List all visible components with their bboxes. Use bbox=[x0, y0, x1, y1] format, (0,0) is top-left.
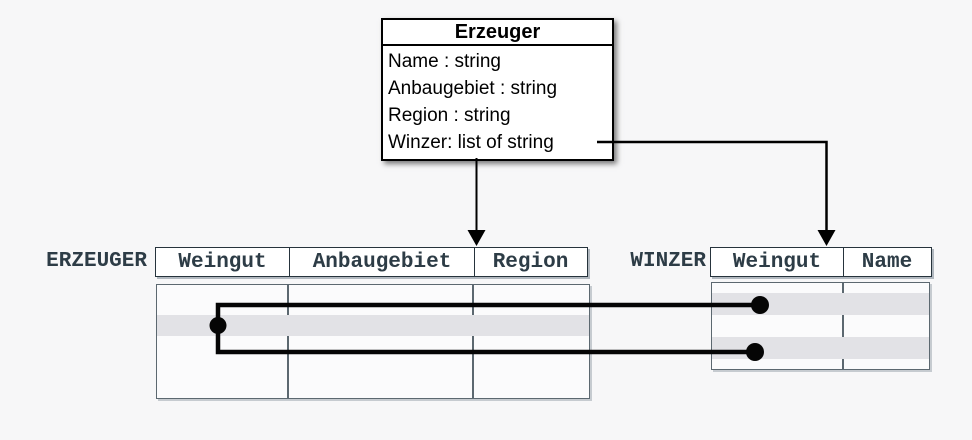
winzer-header-row: Weingut Name bbox=[710, 247, 932, 277]
erzeuger-column-anbaugebiet: Anbaugebiet bbox=[289, 248, 474, 276]
class-attribute-list: Name : string Anbaugebiet : string Regio… bbox=[383, 46, 612, 159]
down-arrowhead-icon bbox=[467, 230, 486, 246]
class-attribute-region: Region : string bbox=[388, 105, 511, 126]
winzer-column-weingut: Weingut bbox=[732, 250, 822, 274]
winzer-table-label: WINZER bbox=[630, 250, 706, 273]
winzer-column-name: Name bbox=[843, 248, 930, 276]
column-divider bbox=[472, 285, 474, 398]
class-attribute-name: Name : string bbox=[388, 51, 501, 72]
down-arrowhead-icon bbox=[817, 230, 836, 246]
erzeuger-header-row: Weingut Anbaugebiet Region bbox=[155, 247, 588, 277]
class-title: Erzeuger bbox=[383, 20, 612, 46]
winzer-table-body bbox=[711, 282, 930, 370]
column-divider bbox=[287, 285, 289, 398]
column-divider bbox=[842, 283, 844, 369]
highlighted-row bbox=[157, 315, 589, 336]
erzeuger-column-weingut: Weingut bbox=[178, 250, 267, 274]
highlighted-row bbox=[712, 293, 929, 315]
erzeuger-column-region: Region bbox=[474, 248, 586, 276]
highlighted-row bbox=[712, 337, 929, 359]
class-attribute-winzer: Winzer: list of string bbox=[388, 132, 554, 153]
erzeuger-table-body bbox=[156, 284, 590, 399]
erzeuger-table-label: ERZEUGER bbox=[46, 250, 147, 273]
uml-class-box-erzeuger: Erzeuger Name : string Anbaugebiet : str… bbox=[381, 18, 614, 161]
class-attribute-anbaugebiet: Anbaugebiet : string bbox=[388, 78, 558, 99]
winzer-attribute-arrow-line bbox=[597, 140, 828, 232]
